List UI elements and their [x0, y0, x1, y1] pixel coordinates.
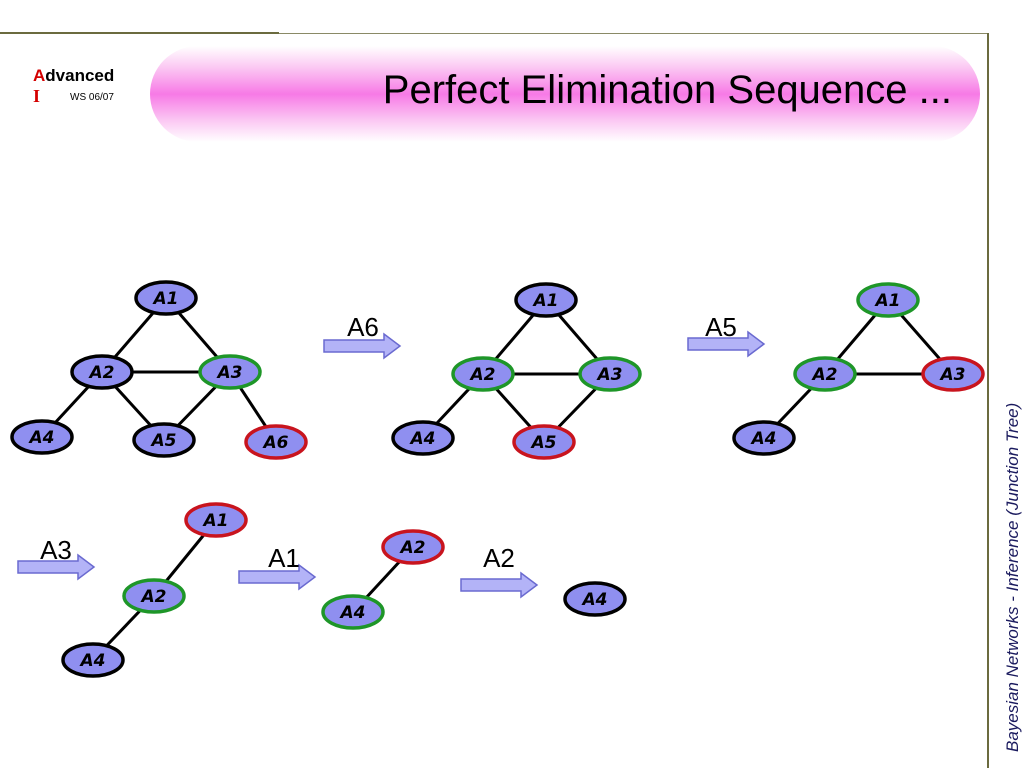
step-arrow	[238, 563, 317, 591]
node-ellipse	[514, 282, 578, 318]
node-ellipse	[563, 581, 627, 617]
node-ellipse	[921, 356, 985, 392]
graph-g5: A4	[563, 581, 627, 617]
node-a2: A2	[451, 356, 515, 392]
step-arrow	[687, 330, 766, 358]
node-a5: A5	[132, 422, 196, 458]
node-a4: A4	[563, 581, 627, 617]
node-a2: A2	[70, 354, 134, 390]
node-a2: A2	[793, 356, 857, 392]
node-a4: A4	[321, 594, 385, 630]
step-label: A2	[483, 543, 515, 573]
node-ellipse	[10, 419, 74, 455]
node-ellipse	[184, 502, 248, 538]
node-label: A2	[469, 365, 496, 385]
node-label: A3	[216, 363, 243, 383]
logo-rest: dvanced	[45, 66, 115, 85]
node-a4: A4	[391, 420, 455, 456]
node-label: A2	[811, 365, 838, 385]
node-ellipse	[244, 424, 308, 460]
node-a6: A6	[244, 424, 308, 460]
header-rule-right	[279, 33, 987, 34]
node-a1: A1	[514, 282, 578, 318]
step-label: A6	[347, 312, 379, 342]
node-label: A4	[339, 603, 366, 623]
node-label: A2	[88, 363, 115, 383]
node-a2: A2	[381, 529, 445, 565]
node-a1: A1	[856, 282, 920, 318]
node-a4: A4	[732, 420, 796, 456]
node-a4: A4	[61, 642, 125, 678]
node-ellipse	[578, 356, 642, 392]
node-ellipse	[793, 356, 857, 392]
node-ellipse	[122, 578, 186, 614]
node-ellipse	[134, 280, 198, 316]
node-label: A3	[939, 365, 966, 385]
node-ellipse	[70, 354, 134, 390]
node-ellipse	[512, 424, 576, 460]
node-label: A1	[202, 511, 229, 531]
step-label: A3	[40, 535, 72, 565]
node-a5: A5	[512, 424, 576, 460]
title-banner: Perfect Elimination Sequence ...	[150, 46, 980, 142]
node-label: A4	[750, 429, 777, 449]
node-label: A2	[140, 587, 167, 607]
node-label: A4	[28, 428, 55, 448]
node-a2: A2	[122, 578, 186, 614]
node-a1: A1	[134, 280, 198, 316]
step-arrow	[17, 553, 96, 581]
node-label: A1	[532, 291, 559, 311]
node-a1: A1	[184, 502, 248, 538]
node-label: A3	[596, 365, 623, 385]
node-label: A5	[150, 431, 177, 451]
node-a3: A3	[578, 356, 642, 392]
node-a3: A3	[198, 354, 262, 390]
node-ellipse	[132, 422, 196, 458]
node-ellipse	[451, 356, 515, 392]
node-a3: A3	[921, 356, 985, 392]
node-ellipse	[61, 642, 125, 678]
node-ellipse	[732, 420, 796, 456]
header-rule-left	[0, 32, 279, 34]
step-label: A5	[705, 312, 737, 342]
step-arrow	[460, 571, 539, 599]
node-label: A2	[399, 538, 426, 558]
logo-first-letter: A	[33, 66, 46, 85]
step-arrow	[323, 332, 402, 360]
node-ellipse	[391, 420, 455, 456]
logo-line-2: I	[33, 86, 41, 106]
slide-title: Perfect Elimination Sequence ...	[382, 68, 952, 112]
semester-label: WS 06/07	[70, 92, 114, 103]
right-margin-rule	[987, 33, 989, 768]
node-label: A4	[409, 429, 436, 449]
step-label: A1	[268, 543, 300, 573]
node-ellipse	[856, 282, 920, 318]
node-label: A4	[79, 651, 106, 671]
logo: Advanced I WS 06/07	[33, 66, 114, 107]
node-ellipse	[381, 529, 445, 565]
node-label: A5	[530, 433, 557, 453]
node-ellipse	[321, 594, 385, 630]
node-label: A1	[152, 289, 179, 309]
node-ellipse	[198, 354, 262, 390]
node-label: A4	[581, 590, 608, 610]
logo-line-1: Advanced	[33, 66, 114, 86]
node-a4: A4	[10, 419, 74, 455]
node-label: A1	[874, 291, 901, 311]
node-label: A6	[262, 433, 289, 453]
